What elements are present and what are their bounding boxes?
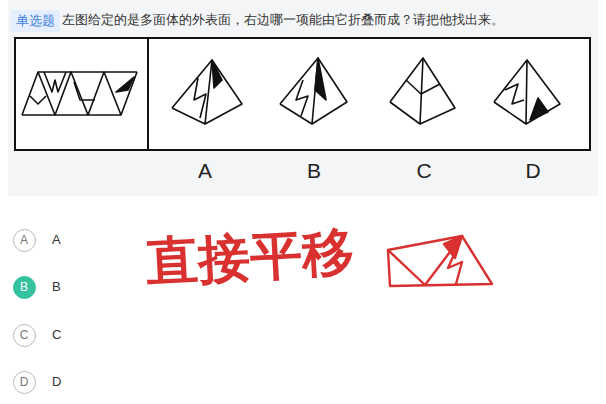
net-edge bbox=[38, 71, 137, 73]
net-pattern bbox=[74, 82, 95, 100]
frame-divider bbox=[147, 38, 149, 150]
pyramid-c bbox=[390, 58, 455, 124]
handwritten-note: 直接平移 bbox=[145, 221, 356, 294]
sketch-line bbox=[388, 236, 462, 285]
node-text: D bbox=[20, 375, 29, 389]
sketch-outline bbox=[388, 236, 492, 286]
option-text: C bbox=[52, 327, 61, 343]
option-circle: A bbox=[13, 229, 36, 252]
question-text: 左图给定的是多面体的外表面，右边哪一项能由它折叠而成？请把他找出来。 bbox=[62, 12, 504, 28]
pyramid-black-mark bbox=[530, 98, 548, 120]
pyramid-b bbox=[280, 58, 347, 124]
pyramid-edge bbox=[494, 60, 527, 124]
sketch-fill bbox=[444, 236, 462, 258]
option-text: B bbox=[52, 279, 61, 295]
option-text: D bbox=[52, 374, 61, 390]
node-text: B bbox=[20, 280, 28, 294]
question-type-tag: 单选题 bbox=[11, 10, 60, 32]
pyramid-edge bbox=[312, 58, 347, 124]
figure-label: A bbox=[198, 158, 212, 183]
node-text: C bbox=[20, 328, 29, 342]
option-circle-selected: B bbox=[13, 276, 36, 299]
net-edge bbox=[22, 114, 121, 116]
node-text: A bbox=[20, 233, 28, 247]
net-edge bbox=[22, 72, 137, 115]
option-circle: D bbox=[13, 371, 36, 394]
pyramid-d bbox=[494, 60, 560, 124]
pyramid-edge bbox=[172, 60, 212, 124]
question-panel bbox=[8, 0, 598, 196]
option-circle: C bbox=[13, 324, 36, 347]
figure-label: B bbox=[307, 158, 321, 183]
pyramid-pattern bbox=[505, 84, 524, 104]
net-black-mark bbox=[116, 77, 134, 92]
hand-sketch bbox=[388, 236, 492, 286]
pyramid-black-mark bbox=[212, 60, 222, 88]
figure-label: C bbox=[416, 158, 431, 183]
polyhedron-net bbox=[22, 72, 137, 115]
option-text: A bbox=[52, 232, 61, 248]
pyramid-a bbox=[172, 60, 242, 124]
net-pattern bbox=[30, 96, 46, 104]
net-pattern bbox=[44, 72, 66, 92]
pyramid-pattern bbox=[406, 80, 440, 94]
pyramid-edge bbox=[205, 60, 242, 124]
pyramid-black-mark bbox=[315, 58, 326, 100]
node-text: 单选题 bbox=[16, 12, 55, 30]
pyramid-edge bbox=[526, 60, 560, 124]
figure-frame bbox=[15, 38, 590, 150]
pyramid-pattern bbox=[194, 78, 206, 118]
figure-label: D bbox=[525, 158, 540, 183]
pyramid-edge bbox=[280, 58, 318, 124]
pyramid-pattern bbox=[296, 80, 308, 116]
